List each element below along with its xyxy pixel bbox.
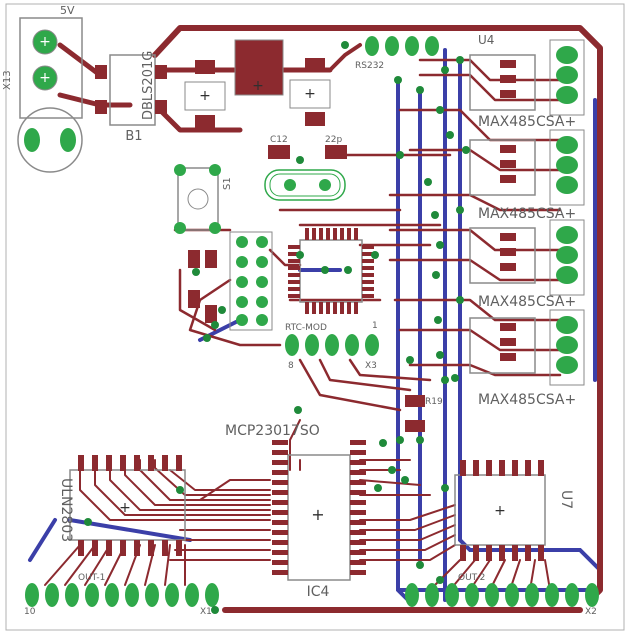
switch-s1: S1 <box>174 164 233 234</box>
bulk-capacitor <box>17 107 83 173</box>
connector-x3: 1 8 X3 <box>285 321 379 371</box>
svg-text:+: + <box>39 70 51 86</box>
x1-ref: X1 <box>200 607 212 617</box>
rs485-terminals <box>549 39 585 386</box>
rectifier-b1: DBLS201G B1 <box>95 51 167 144</box>
svg-text:+: + <box>39 34 51 50</box>
rs485-label-4: MAX485CSA+ <box>478 392 576 408</box>
rectifier-ref: B1 <box>125 129 142 144</box>
resistor-r19: R19 <box>405 395 443 432</box>
power-connector-x13: + + X13 5V <box>2 4 83 119</box>
crystal-oscillator: C12 22p <box>264 135 347 201</box>
rs232-label: RS232 <box>355 61 384 71</box>
rs485-label-3: MAX485CSA+ <box>478 294 576 310</box>
connector-power-label: X13 <box>2 70 13 90</box>
rs485-transceivers: U4 MAX485CSA+ MAX485CSA+ MAX485CSA+ MAX4… <box>469 33 576 408</box>
top-copper-layer <box>44 25 603 613</box>
out-right-label: OUT-2 <box>458 573 485 583</box>
cap-c12-label: C12 <box>270 135 288 145</box>
driver-u7: + U7 <box>454 460 574 561</box>
svg-text:+: + <box>304 86 316 102</box>
r19-label: R19 <box>425 397 443 407</box>
microcontroller: RTC-MOD <box>285 228 374 333</box>
output-connector-right: OUT-2 X2 <box>405 573 599 617</box>
rs232-header: RS232 <box>355 36 439 71</box>
programming-header <box>188 231 273 331</box>
driver-left-label: ULN2803 <box>58 478 74 542</box>
transceiver-1: U4 MAX485CSA+ <box>469 33 576 130</box>
transceiver-3: MAX485CSA+ <box>469 227 576 310</box>
transceiver-2: MAX485CSA+ <box>469 139 576 222</box>
expander-label: MCP23017SO <box>225 423 320 439</box>
x2-ref: X2 <box>585 607 597 617</box>
left-pin-10: 10 <box>24 607 36 617</box>
svg-text:+: + <box>252 78 264 94</box>
driver-right-ref: U7 <box>558 490 574 509</box>
rectifier-label: DBLS201G <box>141 51 156 120</box>
board-outline <box>5 3 625 631</box>
svg-text:+: + <box>199 88 211 104</box>
out-left-label: OUT-1 <box>78 573 105 583</box>
svg-text:+: + <box>119 500 131 516</box>
io-expander-ic4: + MCP23017SO IC4 <box>225 423 366 600</box>
rs485-label-2: MAX485CSA+ <box>478 206 576 222</box>
cap-22p-label: 22p <box>325 135 342 145</box>
output-connector-left: OUT-1 10 X1 <box>24 573 219 617</box>
vias <box>84 41 470 614</box>
x3-pin-1: 1 <box>372 321 378 331</box>
x3-ref: X3 <box>365 361 377 371</box>
expander-ref: IC4 <box>307 584 330 600</box>
switch-label: S1 <box>222 177 233 190</box>
driver-uln2803: + ULN2803 <box>58 455 186 556</box>
supply-label: 5V <box>60 4 75 17</box>
svg-text:+: + <box>311 505 324 524</box>
rtc-label: RTC-MOD <box>285 323 327 333</box>
svg-text:+: + <box>494 503 506 519</box>
x3-pin-8: 8 <box>288 361 294 371</box>
rs485-label-1: MAX485CSA+ <box>478 114 576 130</box>
transceiver-ref: U4 <box>478 33 494 47</box>
transceiver-4: MAX485CSA+ <box>469 317 576 408</box>
voltage-regulator: + + + <box>184 39 331 129</box>
